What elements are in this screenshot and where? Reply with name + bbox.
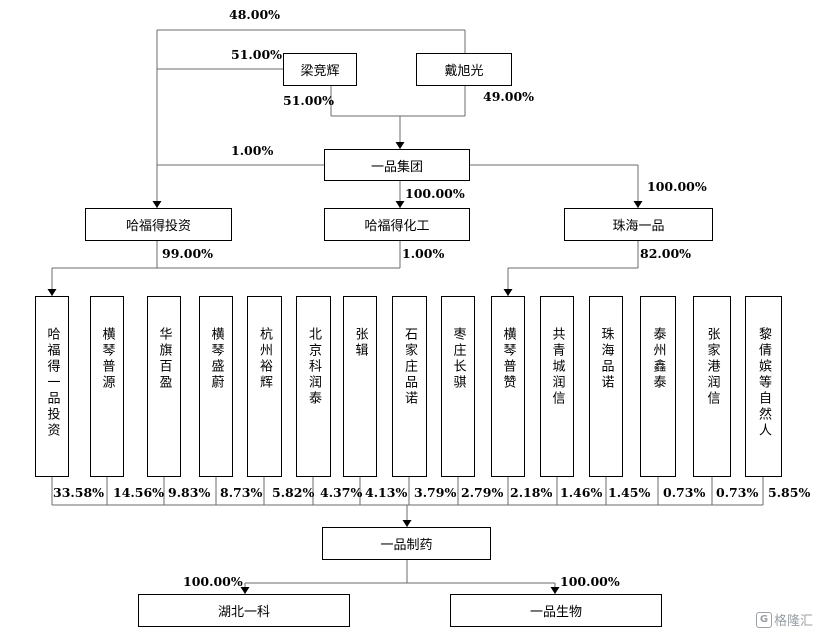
shareholder-pct: 3.79%	[414, 485, 457, 500]
shareholder-name: 张辑	[352, 327, 368, 359]
arrow-head	[395, 142, 405, 149]
shareholder-name: 张家港润信	[704, 327, 720, 407]
shareholder-name: 北京科润泰	[306, 327, 321, 407]
shareholder-box: 横琴盛蔚	[199, 296, 233, 477]
shareholder-name: 黎倩嫔等自然人	[756, 327, 771, 439]
pct-zhuhai-puzan: 82.00%	[640, 246, 692, 261]
pct-hafude-chem-sh: 1.00%	[402, 246, 445, 261]
node-zhuhai-yipin: 珠海一品	[564, 208, 713, 241]
node-yipin-bio: 一品生物	[450, 594, 662, 627]
arrow-head	[240, 587, 250, 594]
shareholder-box: 华旗百盈	[147, 296, 181, 477]
shareholder-name: 横琴盛蔚	[208, 327, 224, 391]
shareholder-box: 共青城润信	[540, 296, 574, 477]
shareholder-box: 横琴普源	[90, 296, 124, 477]
shareholder-pct: 1.45%	[608, 485, 651, 500]
shareholder-name: 华旗百盈	[156, 327, 172, 391]
pct-liang-group: 51.00%	[283, 93, 335, 108]
shareholder-pct: 2.18%	[510, 485, 553, 500]
node-liang: 梁竞辉	[283, 53, 357, 86]
watermark: G 格隆汇	[756, 610, 813, 629]
shareholder-pct: 9.83%	[168, 485, 211, 500]
pct-group-hafude-invest: 1.00%	[231, 143, 274, 158]
pct-liang-hafude-invest: 51.00%	[231, 47, 283, 62]
shareholder-box: 泰州鑫泰	[640, 296, 676, 477]
pct-dai-hafude-invest: 48.00%	[229, 7, 281, 22]
node-group: 一品集团	[324, 149, 470, 181]
pct-group-hafude-chem: 100.00%	[405, 186, 465, 201]
shareholder-name: 杭州裕辉	[257, 327, 272, 391]
shareholder-box: 横琴普赞	[491, 296, 525, 477]
arrow-head	[152, 201, 162, 208]
shareholder-name: 泰州鑫泰	[650, 327, 666, 391]
arrow-head	[402, 520, 412, 527]
node-target: 一品制药	[322, 527, 491, 560]
shareholder-box: 哈福得一品投资	[35, 296, 69, 477]
shareholder-pct: 1.46%	[560, 485, 603, 500]
arrow-head	[550, 587, 560, 594]
pct-hafude-invest-sh: 99.00%	[162, 246, 214, 261]
watermark-text: 格隆汇	[774, 614, 814, 629]
shareholder-box: 张辑	[343, 296, 377, 477]
node-hubei-yike: 湖北一科	[138, 594, 350, 627]
shareholder-box: 张家港润信	[693, 296, 731, 477]
shareholder-pct: 5.82%	[272, 485, 315, 500]
shareholder-pct: 8.73%	[220, 485, 263, 500]
shareholder-name: 珠海品诺	[598, 327, 614, 391]
arrow-head	[633, 201, 643, 208]
shareholder-pct: 14.56%	[113, 485, 165, 500]
shareholder-pct: 4.37%	[320, 485, 363, 500]
shareholder-box: 北京科润泰	[296, 296, 331, 477]
pct-target-bio: 100.00%	[560, 574, 620, 589]
node-dai: 戴旭光	[416, 53, 512, 86]
shareholder-box: 石家庄品诺	[392, 296, 427, 477]
shareholder-name: 哈福得一品投资	[44, 327, 60, 439]
shareholder-name: 横琴普赞	[500, 327, 516, 391]
node-hafude-invest: 哈福得投资	[85, 208, 232, 241]
shareholder-box: 杭州裕辉	[247, 296, 282, 477]
pct-target-hubei: 100.00%	[183, 574, 243, 589]
shareholder-box: 黎倩嫔等自然人	[745, 296, 782, 477]
shareholder-pct: 0.73%	[716, 485, 759, 500]
arrow-head	[395, 201, 405, 208]
shareholder-name: 横琴普源	[99, 327, 115, 391]
shareholder-name: 枣庄长骐	[450, 327, 466, 391]
shareholder-pct: 2.79%	[461, 485, 504, 500]
pct-group-zhuhai: 100.00%	[647, 179, 707, 194]
shareholder-box: 珠海品诺	[589, 296, 623, 477]
shareholder-name: 石家庄品诺	[402, 327, 417, 407]
shareholder-pct: 33.58%	[53, 485, 105, 500]
shareholder-name: 共青城润信	[549, 327, 565, 407]
shareholder-pct: 4.13%	[365, 485, 408, 500]
shareholder-pct: 5.85%	[768, 485, 811, 500]
watermark-logo-icon: G	[756, 611, 772, 628]
node-hafude-chem: 哈福得化工	[324, 208, 470, 241]
arrow-head	[47, 289, 57, 296]
arrow-head	[503, 289, 513, 296]
shareholder-pct: 0.73%	[663, 485, 706, 500]
pct-dai-group: 49.00%	[483, 89, 535, 104]
shareholder-box: 枣庄长骐	[441, 296, 475, 477]
